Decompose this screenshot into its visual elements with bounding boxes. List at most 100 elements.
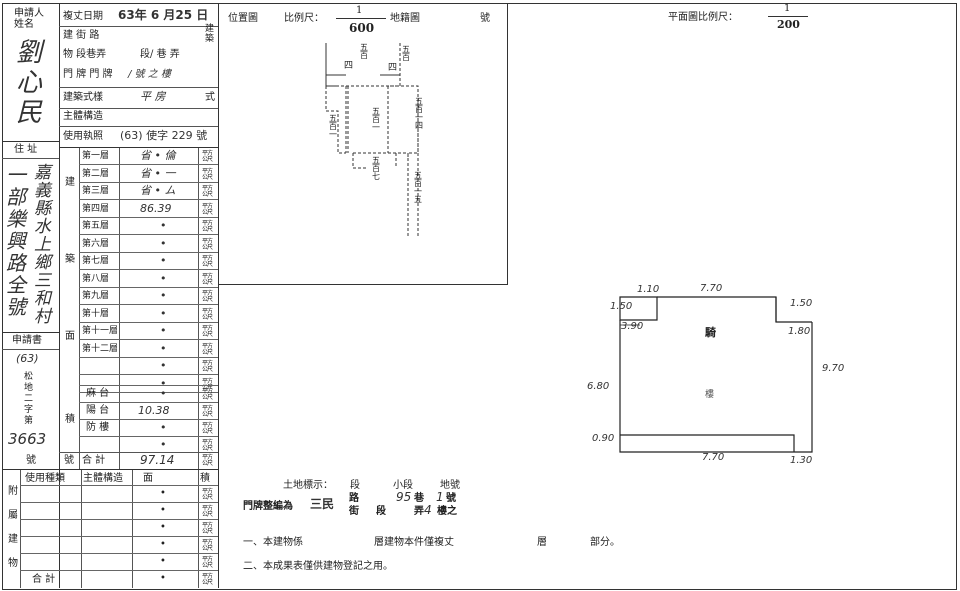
land-no: 地號: [440, 480, 460, 491]
attach-dot: •: [160, 539, 166, 550]
extra-label: 麻 台: [86, 388, 110, 399]
floor-row-line: [79, 217, 218, 218]
floor-row-line: [79, 287, 218, 288]
row-line: [2, 141, 59, 142]
plan-dim: 7.70: [700, 283, 723, 294]
unit-label: 平方 公尺: [202, 168, 213, 181]
survey-date-label: 複丈日期: [63, 11, 103, 22]
floor-value: •: [160, 324, 167, 337]
table-divider: [79, 147, 80, 469]
door-reg-label: 門牌整編為: [243, 501, 293, 512]
plan-dim: 7.70: [702, 452, 725, 463]
location-plot-label: 五 百 一: [329, 114, 337, 139]
unit-label: 平方 公尺: [202, 238, 213, 251]
table-divider: [81, 469, 82, 588]
attach-dot: •: [160, 556, 166, 567]
survey-date: 63年 6 月25 日: [118, 8, 209, 22]
extra-value: •: [160, 387, 167, 400]
floor-value: 省 • 一: [140, 167, 176, 180]
floor-label: 第八層: [82, 274, 110, 284]
license-value: (63) 使字 229 號: [120, 129, 208, 142]
floor-row-line: [79, 182, 218, 183]
floor-value: •: [160, 272, 167, 285]
application-hao: 號: [26, 455, 36, 466]
attach-row-line: [20, 553, 218, 554]
extra-label: 陽 台: [86, 405, 110, 416]
floor-row-line: [79, 392, 218, 393]
land-subseg: 小段: [393, 480, 413, 491]
plan-dim: 6.80: [587, 381, 610, 392]
table-divider: [198, 147, 199, 588]
total-label: 合 計: [82, 455, 106, 466]
row-line: [2, 332, 59, 333]
attach-side: 附 屬 建 物: [8, 486, 18, 569]
plan-scale-bar: [768, 16, 808, 17]
attach-row-line: [20, 536, 218, 537]
row-line: [2, 469, 218, 470]
floor-label: 第十二層: [82, 344, 119, 354]
unit-label: 平方 公尺: [202, 505, 213, 518]
table-divider: [20, 469, 21, 588]
floor-row-line: [79, 357, 218, 358]
extra-value: •: [160, 438, 167, 451]
unit-label: 平方 公尺: [202, 422, 213, 435]
floor-value: •: [160, 377, 167, 390]
floor-value: 省 • ム: [140, 184, 176, 197]
attach-dot: •: [160, 488, 166, 499]
floor-value: •: [160, 307, 167, 320]
location-plot-label: 四: [344, 61, 354, 71]
note-2: 二、本成果表僅供建物登記之用。: [243, 561, 393, 572]
row-line: [2, 349, 59, 350]
location-map-box: [218, 3, 508, 285]
plan-dim: 0.90: [592, 433, 615, 444]
unit-label: 平方 公尺: [202, 255, 213, 268]
floor-row-line: [79, 252, 218, 253]
plan-dim: 1.30: [790, 455, 813, 466]
unit-label: 平方 公尺: [202, 150, 213, 163]
attach-row-line: [20, 502, 218, 503]
floor-value: •: [160, 237, 167, 250]
date-side-label: 建 築: [205, 24, 215, 44]
unit-label: 平方 公尺: [202, 539, 213, 552]
note-1-a: 一、本建物係: [243, 537, 303, 548]
door-no: 1: [436, 490, 444, 504]
room-label-2: 樓: [705, 390, 715, 400]
unit-label: 平方 公尺: [202, 360, 213, 373]
note-1-c: 層: [537, 537, 547, 548]
total-value: 97.14: [140, 453, 175, 467]
door-value: / 號 之 樓: [128, 69, 171, 80]
plan-scale-den: 200: [777, 18, 800, 31]
address-label: 住 址: [14, 144, 38, 155]
location-plot-label: 五 百 七: [372, 156, 380, 181]
unit-label: 平方 公尺: [202, 454, 213, 467]
location-scale-bar: [336, 18, 386, 19]
attach-row-line: [20, 485, 218, 486]
attach-head-use: 使用種類: [25, 473, 65, 484]
door-floor-suffix: 樓之: [437, 506, 457, 517]
door-road: 路: [349, 493, 359, 504]
address-hand: 一 部 樂 興 路 全 號: [6, 163, 26, 319]
row-line: [59, 87, 218, 88]
unit-label: 平方 公尺: [202, 439, 213, 452]
unit-label: 平方 公尺: [202, 220, 213, 233]
location-scale-num: 1: [356, 5, 363, 16]
row-line: [59, 108, 218, 109]
extra-value: •: [160, 421, 167, 434]
style-value: 平 房: [140, 90, 166, 103]
application-no-top: (63): [16, 352, 39, 365]
unit-label: 平方 公尺: [202, 488, 213, 501]
floor-value: •: [160, 219, 167, 232]
floor-row-line: [79, 322, 218, 323]
attach-dot: •: [160, 522, 166, 533]
extra-row-line: [79, 419, 218, 420]
door-lane: 弄: [414, 506, 424, 517]
area-side-mid: 築: [65, 254, 75, 265]
floor-value: •: [160, 289, 167, 302]
plan-dim: 1.50: [790, 298, 813, 309]
row-line: [59, 147, 218, 148]
plan-dim: 1.10: [637, 284, 660, 295]
applicant-label: 申請人 姓名: [14, 8, 44, 30]
alley-label: 物 段巷弄: [63, 49, 107, 60]
floor-row-line: [79, 339, 218, 340]
extra-label: 防 樓: [86, 422, 110, 433]
